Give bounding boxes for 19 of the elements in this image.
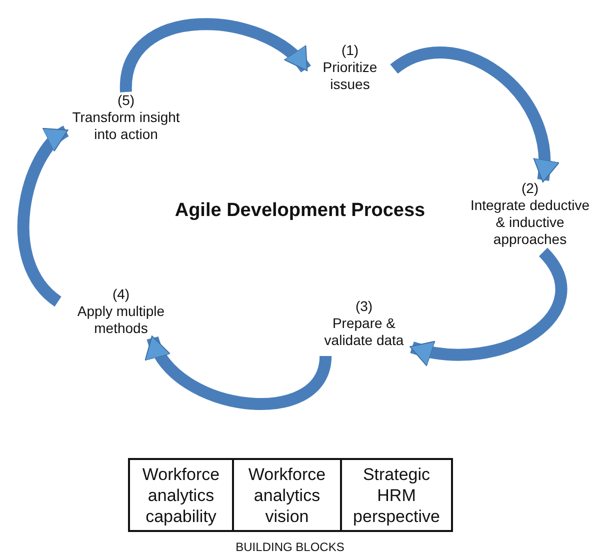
- table-cell: Workforce analytics capability: [128, 458, 232, 532]
- curved-arrow: [390, 46, 558, 182]
- diagram-title: Agile Development Process: [174, 200, 426, 222]
- table-cell: Strategic HRM perspective: [340, 458, 453, 532]
- step-number: (3): [354, 298, 374, 315]
- curved-arrow: [147, 336, 332, 410]
- step-number: (4): [111, 286, 131, 303]
- step-label: Transform insight into action: [71, 109, 181, 143]
- step-label: Integrate deductive & inductive approaches: [469, 197, 591, 248]
- step-label: Prioritize issues: [322, 59, 378, 93]
- step-label: Prepare & validate data: [323, 315, 405, 349]
- step-label: Apply multiple methods: [76, 303, 166, 337]
- step-number: (1): [340, 42, 360, 59]
- step-number: (5): [116, 92, 136, 109]
- table-cell: Workforce analytics vision: [232, 458, 340, 532]
- curved-arrow: [120, 18, 311, 92]
- section-caption: BUILDING BLOCKS: [234, 540, 346, 554]
- step-number: (2): [520, 180, 540, 197]
- curved-arrow: [17, 126, 70, 306]
